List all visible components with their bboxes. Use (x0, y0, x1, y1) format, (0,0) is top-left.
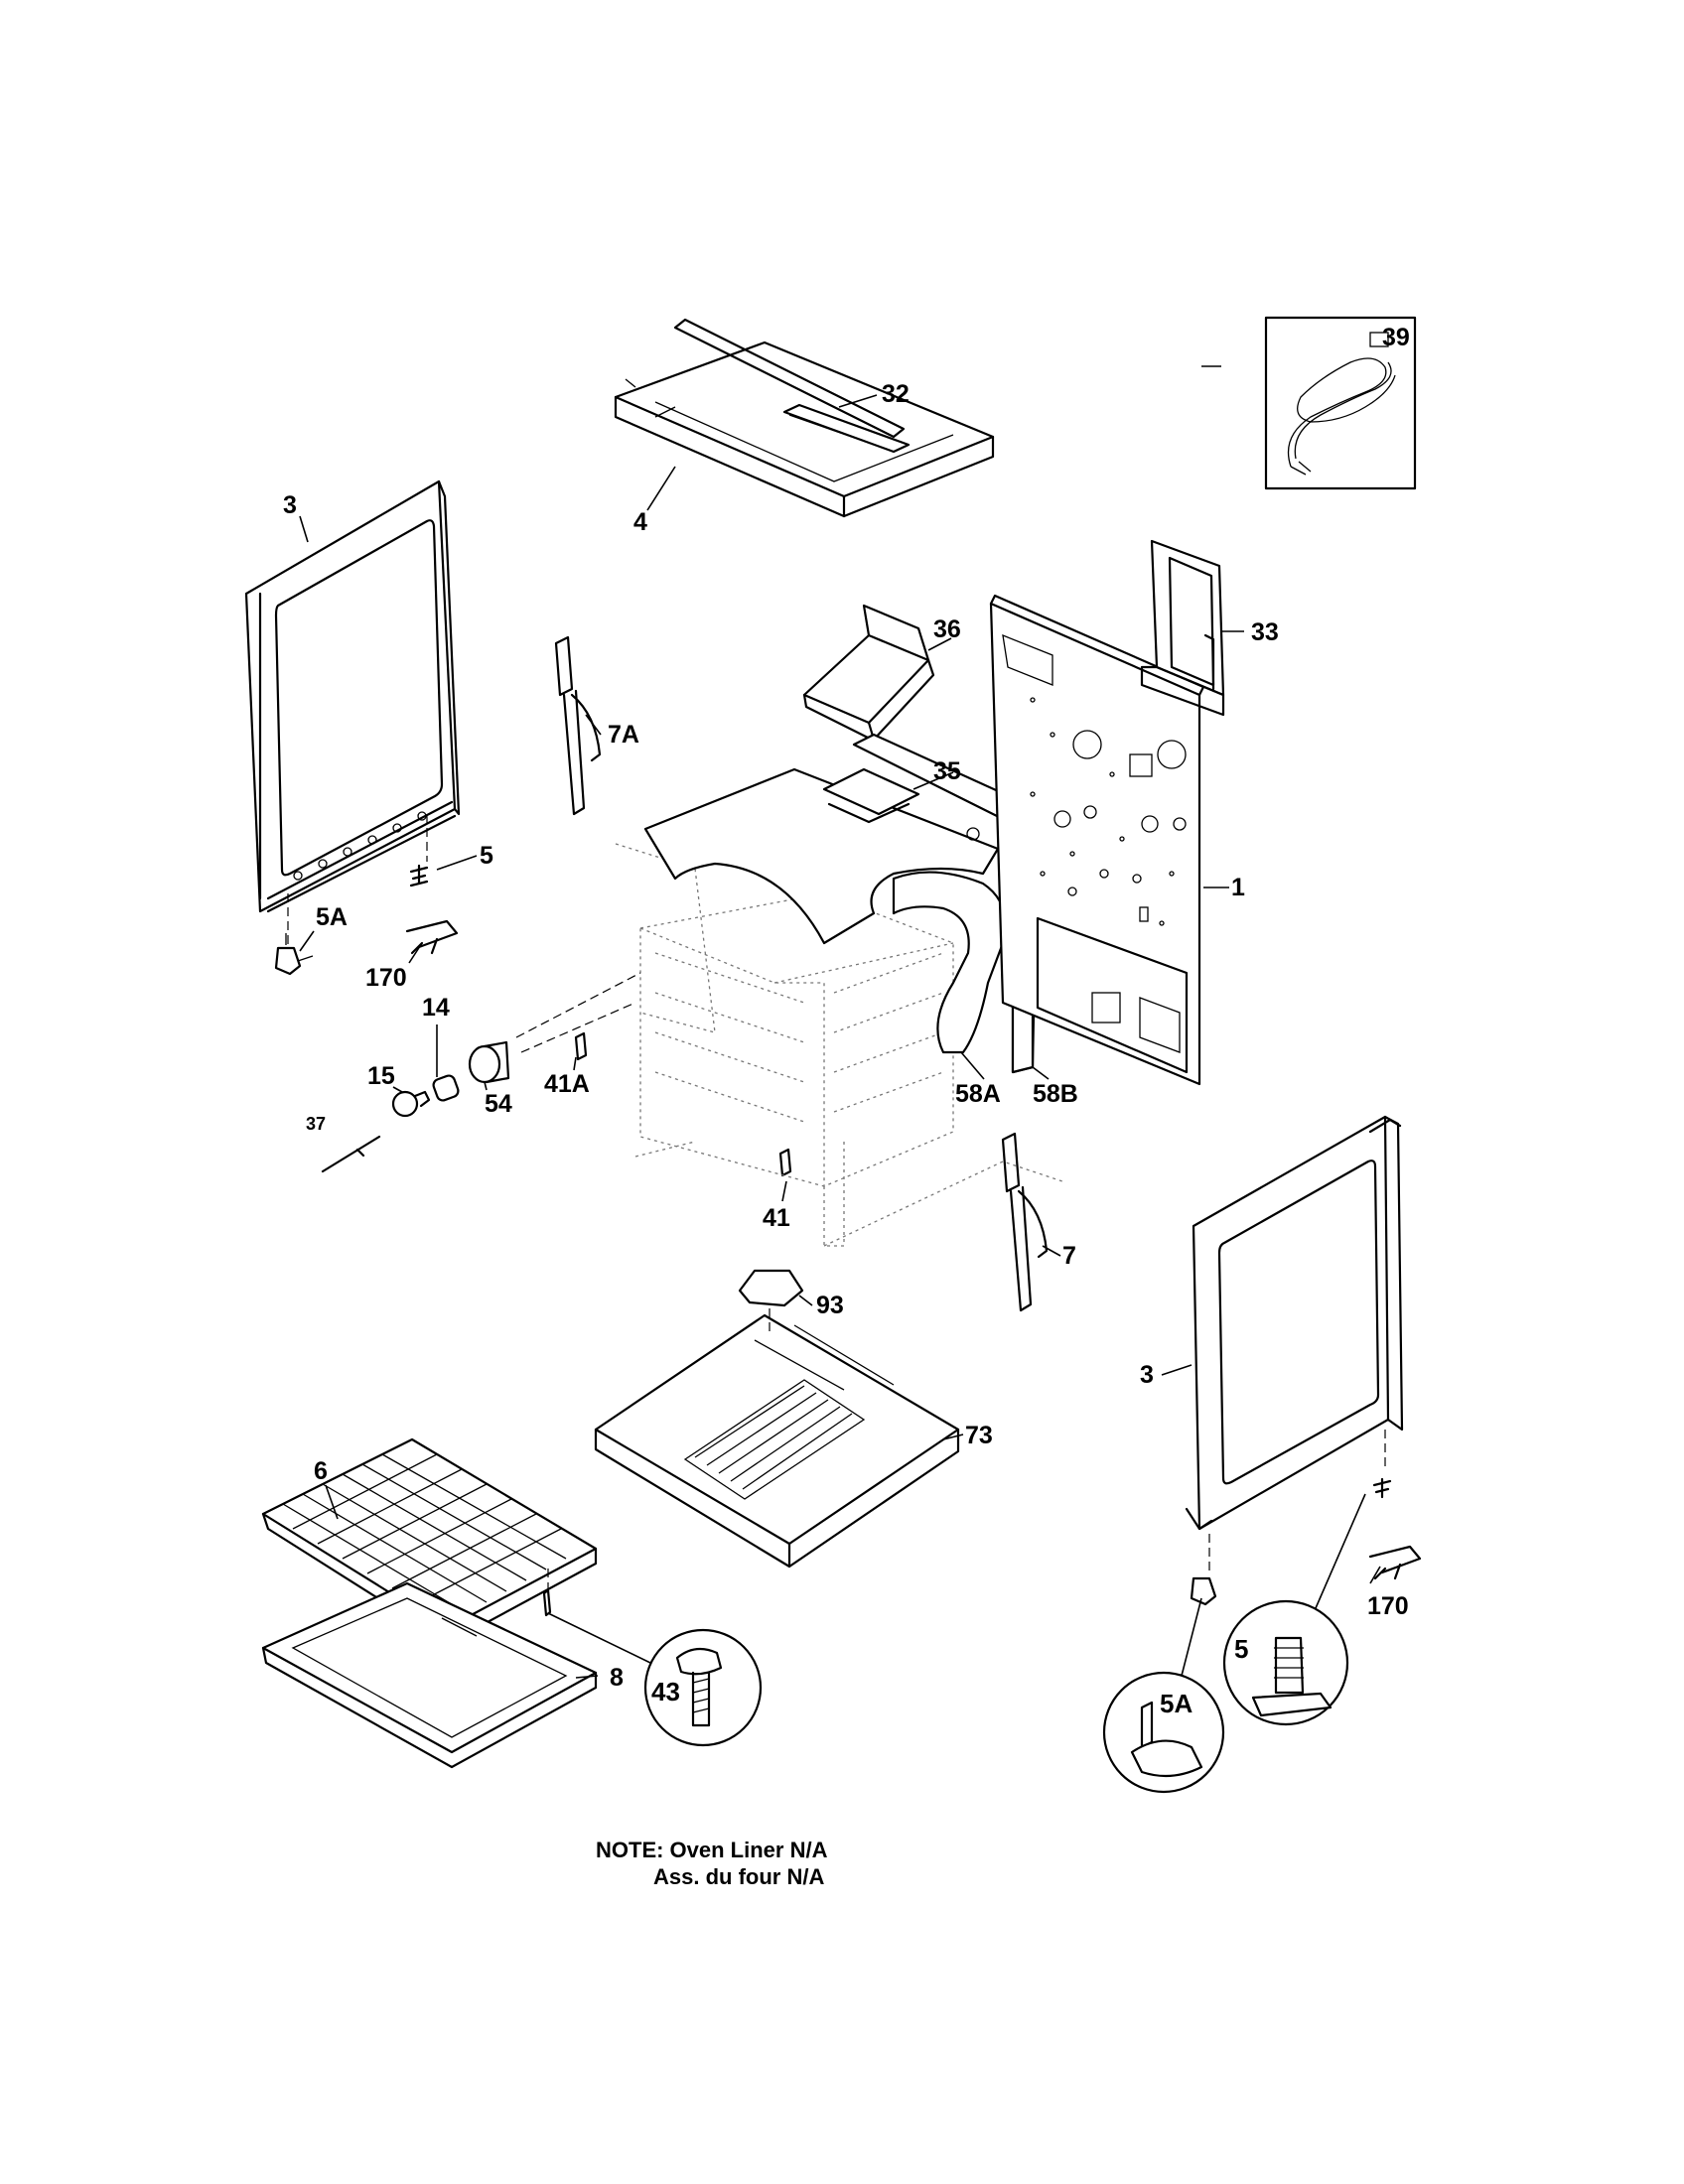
label-part-41a: 41A (544, 1070, 590, 1098)
label-part-3-right: 3 (1140, 1361, 1154, 1389)
label-part-36: 36 (933, 615, 961, 643)
detail-circle-43 (643, 1628, 763, 1747)
label-part-35: 35 (933, 757, 961, 785)
floor-panel (594, 1313, 960, 1569)
oven-hinge-lower (1001, 1132, 1049, 1312)
label-part-4: 4 (633, 508, 647, 536)
label-part-6: 6 (314, 1457, 328, 1485)
label-part-7: 7 (1062, 1242, 1076, 1270)
hinge-receptacle-clips (574, 1031, 792, 1177)
label-part-43: 43 (651, 1677, 680, 1706)
label-part-8: 8 (610, 1664, 624, 1692)
note-line-1: NOTE: Oven Liner N/A (596, 1838, 828, 1862)
broiler-pan (261, 1569, 598, 1769)
label-part-14: 14 (422, 994, 450, 1022)
label-part-7a: 7A (608, 721, 639, 749)
label-part-73: 73 (965, 1422, 993, 1449)
label-part-170-right: 170 (1367, 1592, 1409, 1620)
diagram-note: NOTE: Oven Liner N/A Ass. du four N/A (596, 1837, 827, 1890)
label-part-39: 39 (1382, 324, 1410, 351)
left-side-panel (244, 479, 461, 951)
label-part-93: 93 (816, 1292, 844, 1319)
label-part-15: 15 (367, 1062, 395, 1090)
top-insulation (643, 767, 1000, 945)
callout-labels: 3 4 32 39 33 36 35 1 7A 5 5A 170 14 15 5… (283, 324, 1410, 1718)
label-part-32: 32 (882, 380, 910, 408)
leveling-foot (738, 1269, 804, 1335)
label-part-5-detail: 5 (1234, 1634, 1248, 1664)
label-part-5a-left: 5A (316, 903, 348, 931)
power-cord-inset (1264, 316, 1417, 490)
label-part-170-left: 170 (365, 964, 407, 992)
control-panel-bracket (1140, 539, 1225, 717)
note-line-2: Ass. du four N/A (653, 1864, 825, 1889)
label-part-58a: 58A (955, 1080, 1001, 1108)
detail-circle-5a (1102, 1671, 1225, 1794)
oven-liner-outline (515, 843, 1063, 1247)
callout-leaders (299, 365, 1381, 1679)
label-part-33: 33 (1251, 618, 1279, 646)
back-panel (989, 594, 1205, 1086)
label-part-37: 37 (306, 1114, 326, 1134)
right-side-panel (1185, 1115, 1404, 1573)
vent-duct (802, 604, 935, 742)
leveling-leg-right (1190, 1477, 1422, 1606)
label-part-41: 41 (763, 1204, 790, 1232)
label-part-1: 1 (1231, 874, 1245, 901)
label-part-58b: 58B (1033, 1080, 1078, 1108)
label-part-5-left: 5 (480, 842, 493, 870)
label-part-54: 54 (485, 1090, 512, 1118)
label-part-3-left: 3 (283, 491, 297, 519)
detail-circle-5 (1222, 1599, 1349, 1726)
temperature-sensor (321, 1135, 381, 1173)
label-part-5a-detail: 5A (1160, 1689, 1193, 1718)
top-frame-assembly (614, 318, 995, 518)
